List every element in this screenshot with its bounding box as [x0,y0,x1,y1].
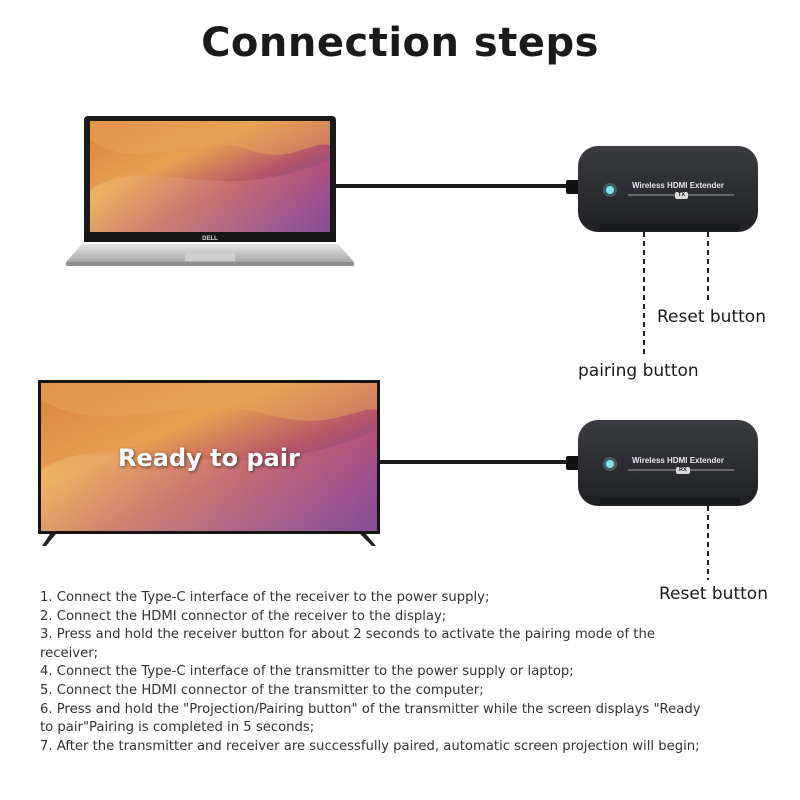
rx-device-badge: RX [676,467,690,474]
connection-steps-list: 1. Connect the Type-C interface of the r… [40,589,710,756]
tx-device-label: Wireless HDMI Extender [632,181,724,190]
step-item: 1. Connect the Type-C interface of the r… [40,590,490,605]
tx-device-badge: TX [675,192,689,199]
step-item: 3. Press and hold the receiver button fo… [40,627,655,661]
rx-reset-button-label: Reset button [659,584,768,604]
tv-leg-right [360,534,376,546]
laptop-brand-logo: DELL [202,236,218,242]
tx-reset-button-label: Reset button [657,307,766,327]
page-title: Connection steps [201,20,599,66]
television [38,380,380,546]
tx-pairing-button-label: pairing button [578,361,699,381]
tv-leg-left [42,534,56,546]
laptop-touchpad [185,253,235,261]
laptop: DELL [66,116,354,266]
step-item: 4. Connect the Type-C interface of the t… [40,664,574,680]
tx-indicator-light [606,186,614,194]
step-item: 2. Connect the HDMI connector of the rec… [40,608,447,624]
rx-indicator-light [606,460,614,468]
rx-device-label: Wireless HDMI Extender [632,456,724,465]
tx-vents [600,224,740,230]
transmitter-device [578,146,758,232]
tv-ready-message: Ready to pair [118,444,300,472]
step-item: 5. Connect the HDMI connector of the tra… [40,682,484,698]
step-item: 6. Press and hold the "Projection/Pairin… [40,701,701,736]
step-item: 7. After the transmitter and receiver ar… [40,738,700,754]
